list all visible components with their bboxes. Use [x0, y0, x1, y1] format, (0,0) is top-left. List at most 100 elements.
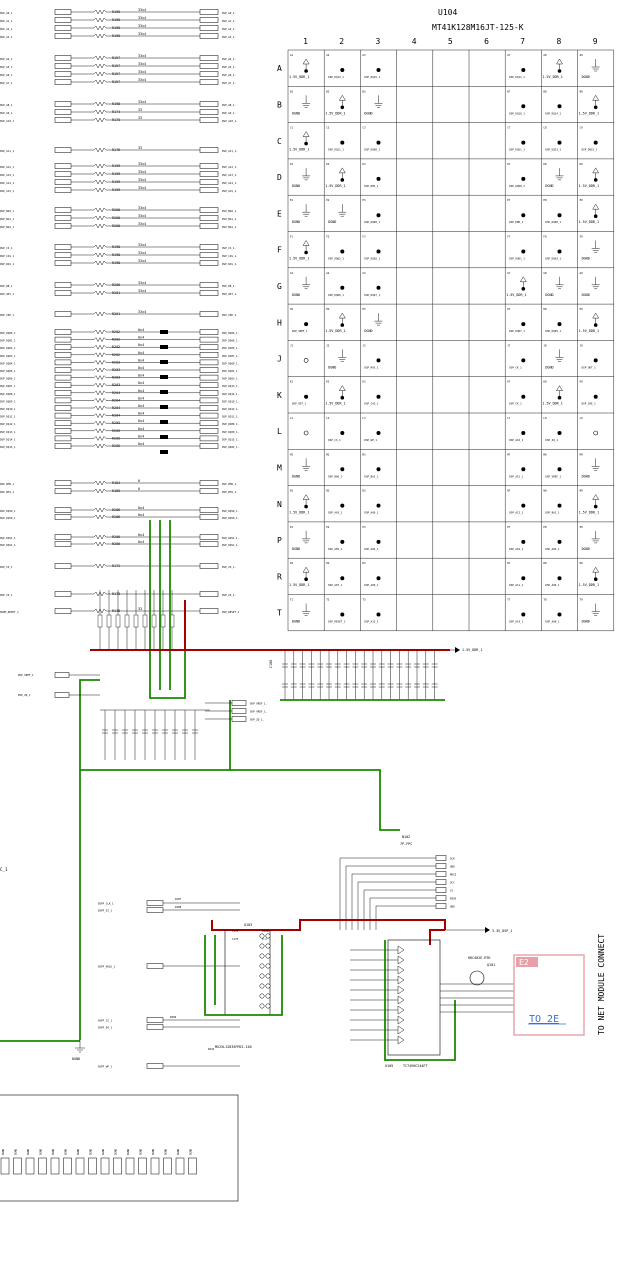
net-label-right: DSP_CK_1.: [222, 593, 236, 597]
resistor-value: 33x4: [138, 70, 146, 74]
u104-ball-id: D7: [507, 162, 511, 166]
capacitor-icon: [317, 663, 324, 668]
ball-dot: [340, 105, 345, 110]
u104-ball-id: B9: [580, 89, 584, 93]
net-port-left: [54, 55, 72, 61]
net-port-right: [199, 336, 219, 343]
u104-ball-net: DSP_A15_1: [509, 474, 523, 478]
resistor-pack: [160, 375, 168, 379]
net-port-left: [54, 187, 72, 193]
capacitor-icon: [378, 683, 385, 688]
resistor-value: 0x4: [138, 351, 144, 355]
vref-port: [54, 672, 70, 678]
u104-ball-id: K9: [580, 380, 584, 384]
net-port-left: [54, 563, 72, 569]
resistor-value: 0x4: [138, 540, 144, 544]
u104-ball-net: DSP_CK_1: [509, 402, 522, 406]
ground-icon: [302, 276, 311, 290]
capacitor-icon: [343, 683, 350, 688]
u104-col-label: 2: [339, 37, 344, 46]
u104-ball-id: K7: [507, 380, 511, 384]
net-label-left: DSP_A7_1: [0, 81, 13, 85]
u104-ball-id: M8: [543, 452, 547, 456]
buffer-gate-icon: [397, 965, 405, 975]
cap-caption: C180: [269, 660, 273, 668]
net-port-right: [199, 374, 219, 381]
u104-ball-net: DSP_DQS1_1: [509, 148, 525, 152]
u104-ball-id: G1: [290, 271, 294, 275]
u104-ball-net: DSP_CS_1: [328, 438, 341, 442]
net-port-right: [199, 608, 219, 614]
flash-input-label: DSPF_CS_1: [98, 1019, 112, 1023]
ball-dot: [376, 431, 381, 435]
u104-ball-net: DGND: [545, 293, 553, 297]
net-label-left: DSPM_RESET_1: [0, 610, 19, 614]
module-link[interactable]: TO 2E: [529, 1014, 559, 1025]
net-label-right: DSP_BA0_1.: [222, 209, 238, 213]
resistor-value: 33x4: [138, 62, 146, 66]
net-label-left: DSP_DQS0_1: [0, 509, 16, 513]
u104-ball-net: DGND: [292, 220, 300, 224]
u104-ball-net: DSP_DQ05_1: [545, 329, 561, 333]
capacitor-icon: [405, 683, 412, 688]
u104-col-label: 8: [557, 37, 562, 46]
u104-ball-net: 1.5V_DDR_1: [579, 511, 599, 515]
capacitor-icon: [132, 729, 138, 734]
ball-dot: [521, 213, 526, 218]
u104-ball-id: B8: [543, 89, 547, 93]
arrow-icon: [455, 647, 460, 653]
power-icon: [592, 94, 600, 107]
resistor-icon: [93, 534, 107, 540]
net-port-left: [54, 101, 72, 107]
u104-ball-net: DGND: [582, 474, 590, 478]
net-label-left: DSP_A14_1: [0, 181, 14, 185]
net-port-right: [199, 171, 219, 177]
resistor-value: 0x4: [138, 427, 144, 431]
resistor-pack: [160, 435, 168, 439]
u104-ball-id: A8: [543, 53, 547, 57]
u104-ball-net: DSP_DQ11_1: [328, 148, 344, 152]
net-port-right: [199, 17, 219, 23]
zq-label: DSP_ZQ_1: [18, 693, 31, 697]
net-label-right: DSP_CKE_1.: [222, 313, 238, 317]
u104-ball-net: DSP_DQ15_1: [582, 148, 598, 152]
resistor-icon: [93, 352, 107, 358]
u104-ball-net: DSP_A05_1: [328, 547, 342, 551]
net-port-right: [199, 534, 219, 540]
capacitor-icon: [405, 663, 412, 668]
capacitor-icon: [343, 663, 350, 668]
net-label-left: DSP_A6_1: [0, 73, 13, 77]
u104-ball-id: P1: [290, 525, 294, 529]
buffer-gate-icon: [397, 955, 405, 965]
bottom-pin: [150, 1157, 160, 1175]
net-port-right: [199, 329, 219, 335]
ball-dot: [303, 358, 309, 363]
u104-ball-net: 1.5V_DDR_1: [289, 257, 309, 261]
u104-ball-id: F7: [507, 235, 511, 239]
u104-ball-net: DGND: [292, 474, 300, 478]
transistor-icon: [469, 970, 485, 986]
u104-ball-net: DSP_A11_1: [509, 583, 523, 587]
u104-ball-id: J8: [543, 343, 547, 347]
flash-input-label: DSPF_DI_1: [98, 909, 112, 913]
resistor-value: 33: [138, 108, 142, 112]
u104-ball-net: DSP_RAS_1: [364, 365, 378, 369]
u104-ball-id: K8: [543, 380, 547, 384]
ball-dot: [521, 612, 526, 617]
resistor-icon: [93, 25, 107, 31]
flash-input-port: [146, 907, 164, 913]
u104-row-label: C: [277, 137, 282, 146]
u104-ball-id: L8: [543, 416, 547, 420]
vref-out-port: [231, 700, 247, 706]
ball-dot: [521, 576, 526, 581]
buffer-chip: [387, 939, 441, 1056]
u104-row-label: B: [277, 100, 282, 109]
bottom-pin: [63, 1157, 72, 1175]
connector-pin: [435, 879, 447, 885]
ball-dot: [521, 322, 526, 327]
ball-dot: [304, 69, 308, 73]
u104-ball-net: 1.5V_DDR_1: [579, 220, 599, 224]
vref-out-label: DSP_VREF_1.: [250, 710, 267, 714]
u104-ball-id: B2: [326, 89, 330, 93]
